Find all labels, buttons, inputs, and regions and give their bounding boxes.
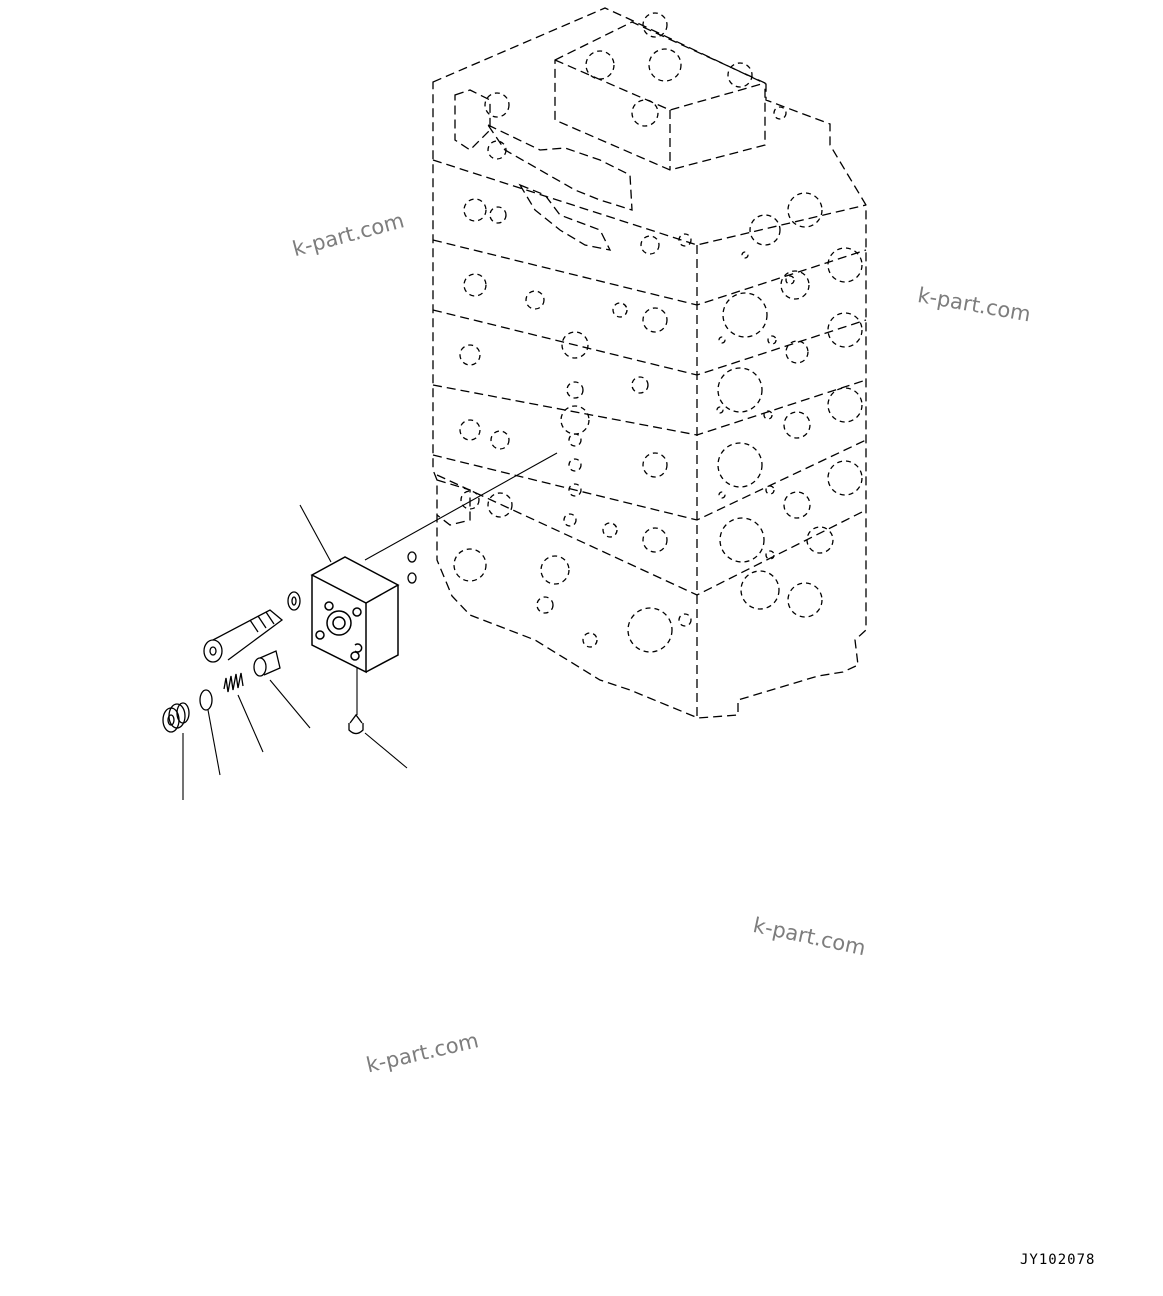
orifice-fitting xyxy=(348,713,364,735)
leader-lines xyxy=(182,452,558,800)
plug xyxy=(162,702,190,733)
spool xyxy=(253,650,281,677)
figure-code: JY102078 xyxy=(1020,1252,1096,1268)
valve-block xyxy=(310,556,400,674)
washer xyxy=(287,591,301,611)
control-valve-body xyxy=(432,7,867,719)
o-ring xyxy=(199,689,213,711)
bolt xyxy=(203,609,284,663)
spring xyxy=(223,672,244,693)
mounting-holes xyxy=(407,551,417,584)
valve-body-ports xyxy=(453,12,863,653)
